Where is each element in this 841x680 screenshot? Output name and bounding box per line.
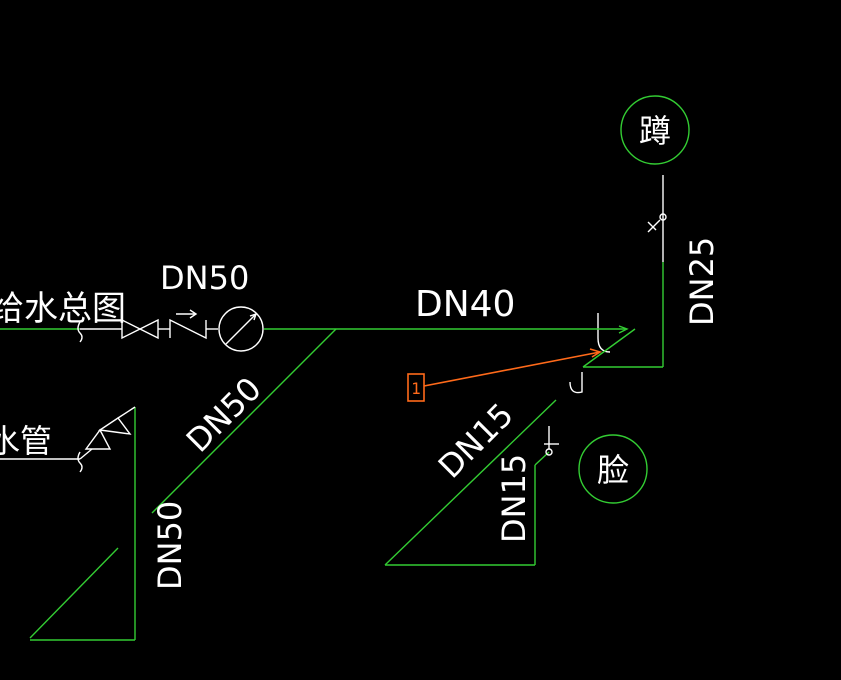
label-dn40: DN40 xyxy=(415,284,515,325)
label-water-pipe: 水管 xyxy=(0,422,52,460)
washbasin-faucet-icon[interactable] xyxy=(544,426,559,456)
break-mark-icon xyxy=(77,321,83,343)
pipe-bottom-diagonal[interactable] xyxy=(29,547,119,639)
marker-number: 1 xyxy=(411,379,421,398)
check-valve-icon[interactable] xyxy=(169,309,207,340)
water-meter-icon[interactable] xyxy=(218,306,264,352)
faucet-icon[interactable] xyxy=(647,213,667,233)
marker-leader-line xyxy=(423,351,601,387)
label-dn15-vertical: DN15 xyxy=(495,454,533,543)
label-supply-main: 给水总图 xyxy=(0,289,126,329)
label-dn25: DN25 xyxy=(683,237,721,326)
label-dn50-vertical: DN50 xyxy=(151,501,189,590)
marker-arrow-icon xyxy=(589,348,602,358)
angle-valve-icon[interactable] xyxy=(79,406,136,460)
break-mark-icon xyxy=(77,451,83,473)
pipe-diagonal-connector[interactable] xyxy=(582,328,636,368)
pipe-dn50-diagonal[interactable] xyxy=(151,328,337,514)
fixture-washbasin-label: 脸 xyxy=(597,451,629,489)
label-dn50-top: DN50 xyxy=(160,259,249,297)
fixture-bubble-squat[interactable] xyxy=(620,95,690,165)
fixture-bubble-washbasin[interactable] xyxy=(578,434,648,504)
marker-box[interactable] xyxy=(407,373,425,402)
trap-icon xyxy=(569,372,583,394)
gate-valve-icon[interactable] xyxy=(121,318,159,340)
pipe-dn15-diagonal[interactable] xyxy=(384,399,557,566)
trap-icon xyxy=(597,313,611,353)
arrow-icon xyxy=(618,325,629,334)
label-dn50-diagonal: DN50 xyxy=(179,370,269,460)
fixture-squat-label: 蹲 xyxy=(639,112,671,150)
